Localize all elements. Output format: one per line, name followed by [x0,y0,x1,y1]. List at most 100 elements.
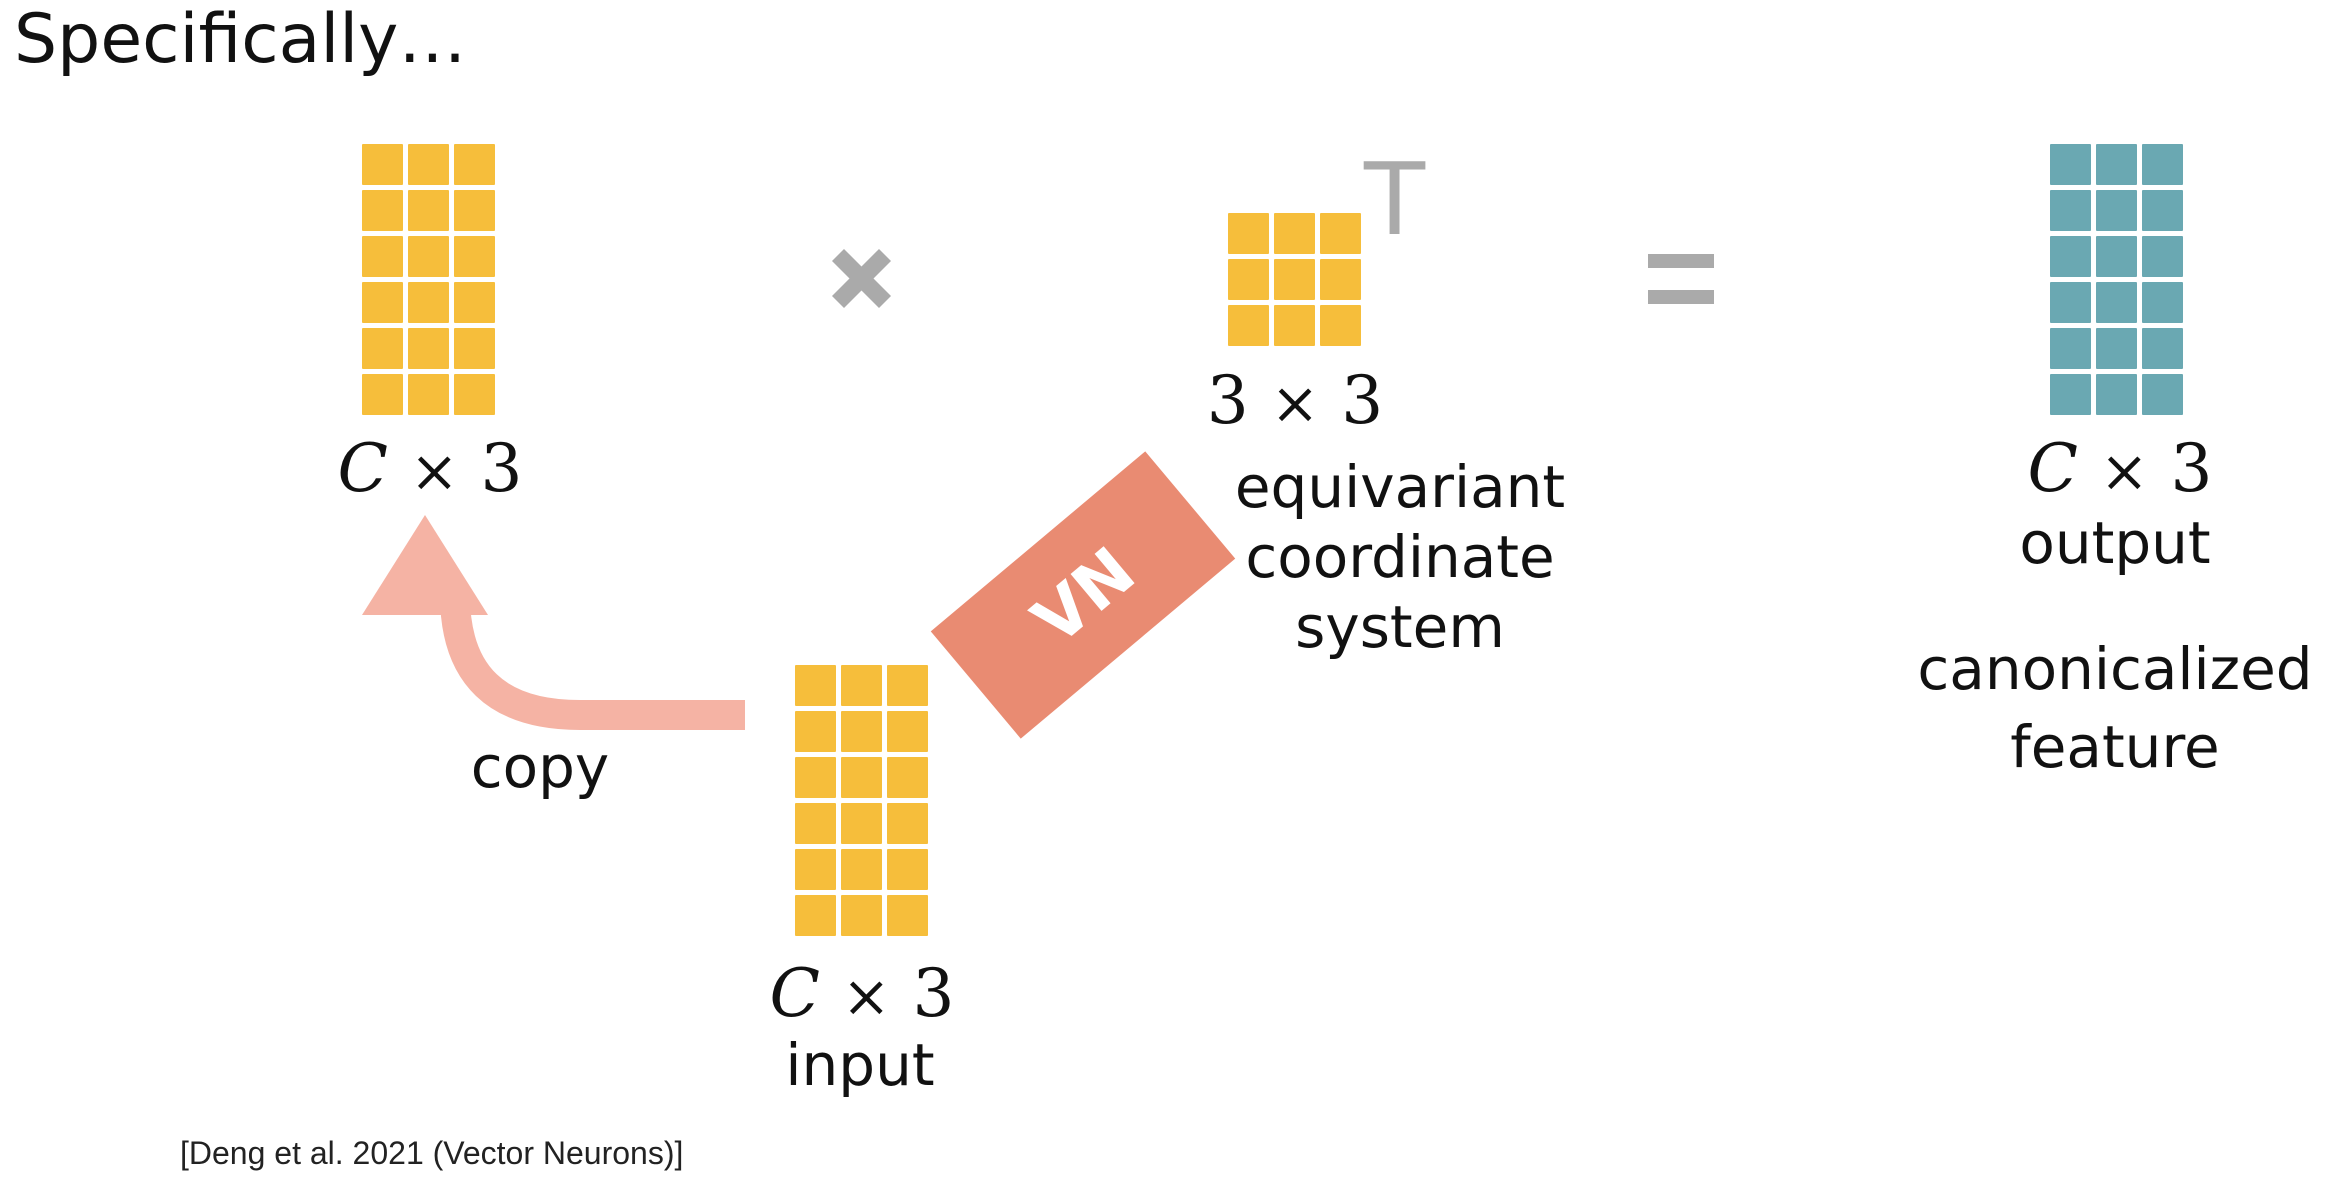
equals-icon [1648,254,1714,304]
label-var: C [769,955,820,1032]
matrix-cell [408,236,449,277]
matrix-cell [2096,236,2137,277]
matrix-cell [2096,144,2137,185]
matrix-cell [2142,374,2183,415]
matrix-cell [2096,190,2137,231]
matrix-cell [2142,144,2183,185]
matrix-cell [1320,305,1361,346]
output-caption: output [2019,509,2211,577]
matrix-cell [454,236,495,277]
transpose-superscript: T [1364,141,1426,258]
matrix-cell [887,849,928,890]
arrow-head-icon [362,515,488,615]
label-op: × [1270,369,1320,437]
matrix-cell [2096,328,2137,369]
rotation-matrix [1228,213,1361,346]
label-num: 3 [480,430,523,507]
matrix-cell [408,144,449,185]
matrix-cell [2050,374,2091,415]
matrix-cell [795,711,836,752]
matrix-cell [408,374,449,415]
matrix-cell [1228,305,1269,346]
matrix-cell [2050,236,2091,277]
matrix-cell [1274,213,1315,254]
input-matrix [795,665,928,936]
matrix-cell [795,757,836,798]
slide-title: Specifically… [14,0,467,79]
matrix-cell [362,236,403,277]
matrix-cell [362,374,403,415]
feature-matrix-copied [362,144,495,415]
matrix-cell [1320,259,1361,300]
matrix-cell [454,374,495,415]
input-matrix-label: C × 3 [762,955,962,1032]
label-num: 3 [1341,362,1384,439]
matrix-cell [1274,259,1315,300]
matrix-cell [795,803,836,844]
feature-matrix-copied-label: C × 3 [330,430,530,507]
matrix-cell [2050,282,2091,323]
matrix-cell [1320,213,1361,254]
rotation-matrix-label: 3×3 [1200,362,1390,439]
matrix-cell [362,282,403,323]
matrix-cell [887,711,928,752]
matrix-cell [408,190,449,231]
matrix-cell [2096,374,2137,415]
label-var: C [2027,430,2078,507]
label-num: 3 [912,955,955,1032]
matrix-cell [1228,259,1269,300]
vn-block: VN [930,451,1236,739]
matrix-cell [1228,213,1269,254]
citation: [Deng et al. 2021 (Vector Neurons)] [180,1135,684,1171]
copy-label: copy [470,733,610,801]
matrix-cell [2050,190,2091,231]
matrix-cell [408,282,449,323]
output-note-line: canonicalized [1917,635,2313,703]
multiply-icon [831,248,892,309]
matrix-cell [2050,328,2091,369]
matrix-cell [887,757,928,798]
matrix-cell [887,895,928,936]
matrix-cell [2142,282,2183,323]
matrix-cell [841,665,882,706]
matrix-cell [795,665,836,706]
label-op: × [841,962,891,1030]
matrix-cell [2096,282,2137,323]
matrix-cell [887,665,928,706]
matrix-cell [454,282,495,323]
matrix-cell [1274,305,1315,346]
matrix-cell [887,803,928,844]
label-op: × [2099,437,2149,505]
matrix-cell [2050,144,2091,185]
matrix-cell [841,849,882,890]
matrix-cell [2142,328,2183,369]
input-caption: input [785,1031,935,1099]
copy-arrow-icon [440,594,745,730]
matrix-cell [841,803,882,844]
matrix-cell [2142,236,2183,277]
rotation-caption-line: system [1295,593,1505,661]
matrix-cell [841,711,882,752]
matrix-cell [454,144,495,185]
label-var: C [337,430,388,507]
matrix-cell [454,190,495,231]
matrix-cell [362,328,403,369]
matrix-cell [362,144,403,185]
matrix-cell [841,757,882,798]
matrix-cell [841,895,882,936]
matrix-cell [408,328,449,369]
matrix-cell [454,328,495,369]
output-matrix-label: C×3 [2020,430,2220,507]
matrix-cell [2142,190,2183,231]
rotation-caption-line: equivariant [1234,453,1566,521]
output-matrix [2050,144,2183,415]
matrix-cell [795,895,836,936]
rotation-caption: equivariant coordinate system [1215,452,1585,662]
matrix-cell [795,849,836,890]
rotation-caption-line: coordinate [1245,523,1555,591]
matrix-cell [362,190,403,231]
output-note: canonicalized feature [1900,630,2330,786]
label-op: × [409,437,459,505]
